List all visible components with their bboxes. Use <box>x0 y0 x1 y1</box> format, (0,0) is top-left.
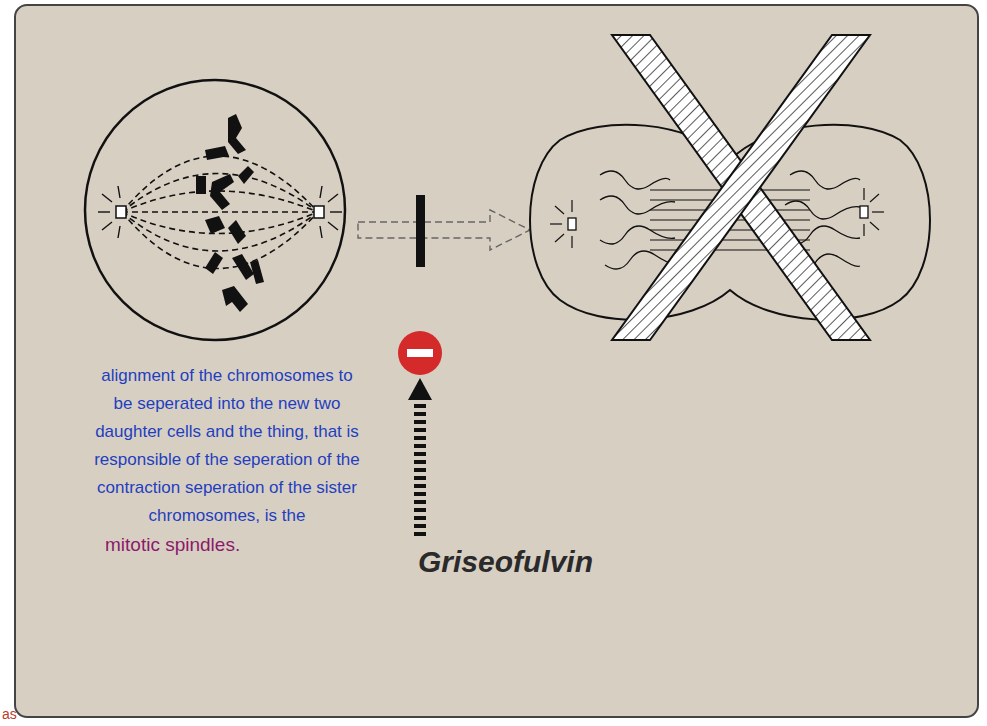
cross-mark <box>612 35 870 340</box>
metaphase-cell <box>85 80 345 340</box>
inhibition-symbol <box>398 331 442 375</box>
handwritten-answer: mitotic spindles. <box>105 532 240 558</box>
panel <box>15 5 978 717</box>
block-bar <box>416 195 425 267</box>
inhibitor-arrow <box>408 378 432 536</box>
handwritten-fragment: as <box>2 706 17 722</box>
blocked-arrow <box>358 210 530 250</box>
handwritten-note: alignment of the chromosomes to be seper… <box>92 362 362 530</box>
drug-name: Griseofulvin <box>418 545 593 579</box>
